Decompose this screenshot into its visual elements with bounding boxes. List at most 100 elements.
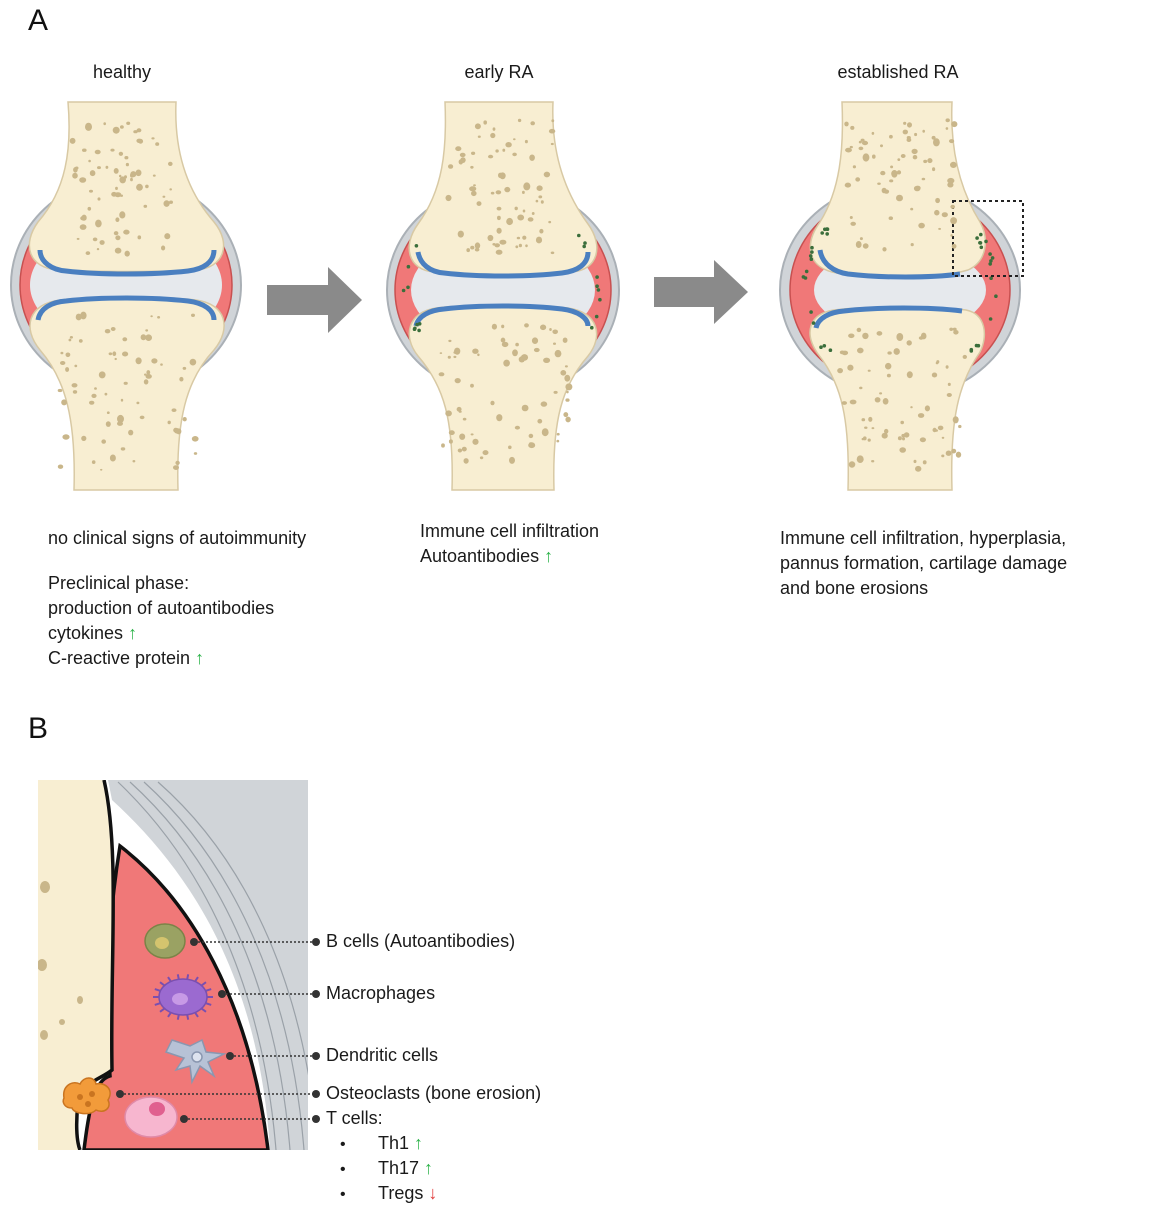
- trabecula-spot: [471, 191, 477, 196]
- trabecula-spot: [130, 178, 133, 181]
- trabecula-spot: [549, 328, 552, 331]
- trabecula-spot: [77, 238, 80, 240]
- trabecula-spot: [938, 426, 944, 431]
- trabecula-spot: [501, 325, 504, 329]
- trabecula-spot: [914, 460, 917, 463]
- trabecula-spot: [868, 370, 871, 372]
- trabecula-spot: [97, 248, 99, 250]
- trabecula-spot: [66, 353, 71, 358]
- trabecula-spot: [460, 153, 466, 157]
- trabecula-spot: [910, 406, 912, 408]
- trabecula-spot: [495, 149, 498, 152]
- trabecula-spot: [519, 244, 522, 248]
- trabecula-spot: [850, 222, 856, 226]
- trabecula-spot: [861, 139, 865, 142]
- trabecula-spot: [145, 185, 149, 189]
- trabecula-spot: [112, 351, 116, 356]
- trabecula-spot: [490, 401, 494, 406]
- trabecula-spot: [72, 173, 78, 179]
- trabecula-spot: [847, 365, 853, 371]
- trabecula-spot: [61, 399, 67, 405]
- trabecula-spot: [121, 399, 123, 402]
- trabecula-spot: [115, 192, 122, 197]
- trabecula-spot: [492, 324, 497, 330]
- trabecula-spot: [494, 243, 500, 247]
- bullet: •: [340, 1186, 346, 1204]
- caption-line: Immune cell infiltration, hyperplasia,: [780, 526, 1067, 551]
- trabecula-spot: [458, 231, 464, 238]
- trabecula-spot: [144, 205, 148, 208]
- trabecula-spot: [490, 133, 495, 138]
- trabecula-spot: [565, 417, 570, 423]
- trabecula-spot: [119, 211, 125, 218]
- trabecula-spot: [551, 252, 555, 255]
- trabecula-spot: [88, 207, 92, 211]
- trabecula-spot: [528, 217, 534, 221]
- trabecula-spot: [946, 365, 949, 368]
- trabecula-spot: [863, 436, 867, 440]
- trabecula-spot: [953, 416, 959, 423]
- trabecula-spot: [842, 401, 847, 405]
- trabecula-spot: [544, 172, 550, 178]
- trabecula-spot: [872, 427, 875, 429]
- trabecula-spot: [522, 236, 526, 240]
- trabecula-spot: [864, 427, 867, 429]
- trabecula-spot: [887, 351, 891, 354]
- trabecula-spot: [493, 127, 496, 130]
- t-subset-th17: Th17 ↑: [378, 1158, 433, 1179]
- trabecula-spot: [86, 124, 89, 126]
- trabecula-spot: [890, 166, 893, 169]
- trabecula-spot: [130, 171, 136, 177]
- trabecula-spot: [478, 136, 481, 138]
- trabecula-spot: [548, 221, 551, 223]
- immune-cell-dot: [805, 270, 809, 274]
- immune-cell-dot: [809, 254, 813, 258]
- trabecula-spot: [174, 428, 180, 434]
- trabecula-spot: [560, 370, 566, 376]
- trabecula-spot: [863, 243, 869, 248]
- trabecula-spot: [164, 233, 170, 239]
- trabecula-spot: [889, 216, 893, 220]
- trabecula-spot: [540, 325, 546, 331]
- trabecula-spot: [875, 397, 881, 402]
- trabecula-spot: [91, 394, 96, 398]
- trabecula-spot: [897, 170, 901, 174]
- trabecula-spot: [136, 139, 142, 143]
- trabecula-spot: [934, 210, 939, 216]
- trabecula-spot: [871, 460, 874, 462]
- trabecula-spot: [524, 323, 529, 327]
- trabecula-spot: [168, 421, 171, 425]
- trabecula-spot: [503, 360, 510, 367]
- t-subset-name: Th17: [378, 1158, 419, 1178]
- lower-bone: [409, 305, 596, 490]
- trabecula-spot: [927, 158, 932, 163]
- trabecula-spot: [192, 436, 199, 442]
- immune-cell-dot: [417, 329, 421, 333]
- progression-arrow-2: [654, 260, 748, 324]
- trabecula-spot: [537, 185, 543, 191]
- trabecula-spot: [169, 201, 173, 204]
- trabecula-spot: [65, 367, 69, 372]
- trabecula-spot: [455, 378, 461, 383]
- immune-cell-dot: [977, 344, 981, 348]
- trabecula-spot: [894, 348, 900, 355]
- trabecula-spot: [932, 373, 937, 378]
- trabecula-spot: [564, 375, 570, 382]
- trabecula-spot: [941, 455, 944, 458]
- trabecula-spot: [140, 416, 145, 420]
- trabecula-spot: [529, 155, 535, 161]
- trabecula-spot: [109, 352, 113, 355]
- trabecula-spot: [488, 235, 494, 241]
- trabecula-spot: [121, 447, 126, 450]
- trabecula-spot: [532, 212, 535, 215]
- caption-line: Immune cell infiltration: [420, 519, 599, 544]
- caption-line: cytokines: [48, 623, 123, 643]
- trabecula-spot: [60, 361, 65, 365]
- trabecula-spot: [115, 187, 118, 190]
- trabecula-spot: [901, 154, 906, 158]
- trabecula-spot: [915, 466, 921, 472]
- immune-cell-dot: [984, 240, 988, 244]
- trabecula-spot: [153, 175, 156, 177]
- trabecula-spot: [522, 405, 529, 412]
- trabecula-spot: [565, 383, 572, 390]
